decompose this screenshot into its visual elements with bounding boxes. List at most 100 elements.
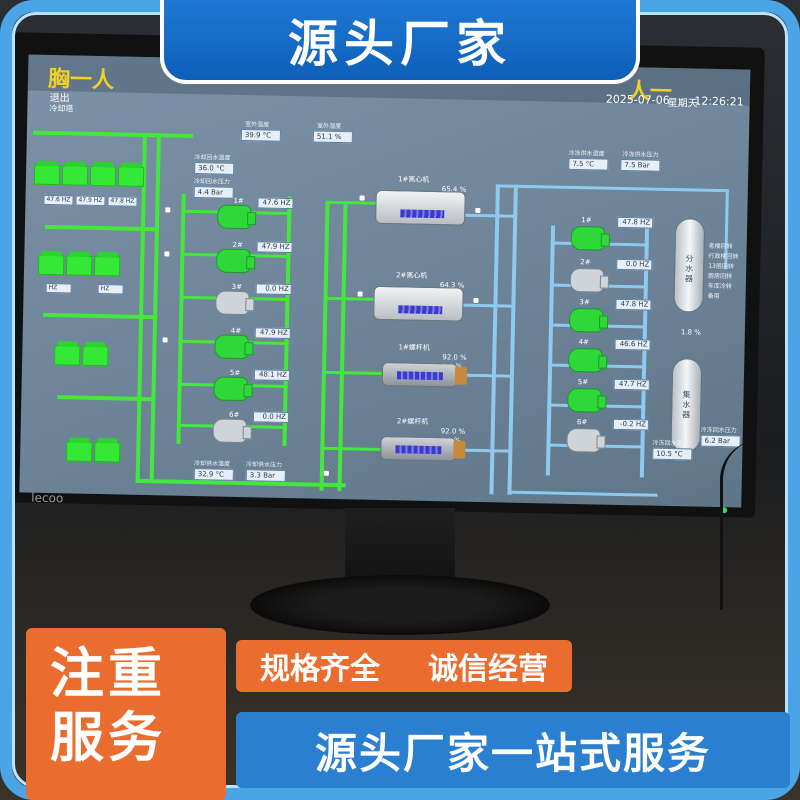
- chilled-pump-4[interactable]: [568, 347, 603, 373]
- cooling-supply-pressure-readout: 3.3 Bar: [245, 469, 286, 482]
- branch-legend-item: 行政楼回转: [708, 252, 739, 261]
- cooling-pump-4[interactable]: [214, 334, 249, 360]
- chilled-pump-name: 3#: [579, 298, 590, 307]
- chilled-supply-temp-readout: 7.5 °C: [568, 157, 609, 171]
- readout-label: 冷冻供水温度: [568, 149, 605, 158]
- cooling-pipe: [32, 130, 193, 138]
- valve-icon[interactable]: [165, 207, 171, 213]
- chiller-name: 2#离心机: [395, 271, 428, 280]
- branch-legend-item: 备用: [707, 292, 720, 301]
- screw-chiller-2[interactable]: [380, 435, 457, 462]
- cooling-pump-hz: 47.9 HZ: [254, 327, 291, 340]
- centrifugal-chiller-1[interactable]: [375, 189, 466, 226]
- readout-label: 冷却供水温度: [193, 460, 231, 468]
- cooling-pump-hz: 0.0 HZ: [252, 411, 290, 424]
- cooling-tower: [117, 166, 145, 187]
- chiller-name: 2#螺杆机: [396, 417, 429, 426]
- chiller-name: 1#螺杆机: [398, 343, 430, 352]
- cooling-pipe: [135, 478, 346, 488]
- readout-label: 室外温度: [245, 121, 270, 129]
- chilled-pump-hz: -0.2 HZ: [612, 418, 650, 431]
- slogan-strip: 规格齐全 诚信经营: [236, 640, 572, 692]
- screw-chiller-1[interactable]: [381, 361, 459, 388]
- cooling-pipe: [57, 395, 152, 402]
- service-box: 注重 服务: [26, 628, 226, 800]
- cooling-pump-5[interactable]: [213, 376, 248, 402]
- cooling-pump-name: 4#: [230, 326, 242, 336]
- valve-icon[interactable]: [323, 470, 329, 476]
- chilled-supply-pressure-readout: 7.5 Bar: [620, 158, 661, 172]
- valve-icon[interactable]: [475, 207, 481, 214]
- top-banner-title: 源头厂家: [288, 15, 512, 73]
- chilled-pump-6[interactable]: [566, 427, 601, 453]
- valve-icon[interactable]: [359, 195, 365, 201]
- supply-manifold-label: 分水器: [684, 254, 694, 284]
- cooling-pump-hz: 47.6 HZ: [257, 197, 294, 210]
- monitor: 胸一人 人一 退出 冷却塔 2025-07-06 星期天 12:26:21 室外…: [3, 32, 765, 518]
- chilled-pipe: [463, 303, 514, 308]
- chilled-pipe: [507, 490, 658, 497]
- cooling-tower: [61, 165, 89, 186]
- time-display: 12:26:21: [694, 94, 744, 109]
- service-box-line1: 注重: [50, 642, 166, 705]
- chilled-pump-name: 5#: [577, 378, 589, 387]
- centrifugal-chiller-2[interactable]: [373, 285, 464, 322]
- cooling-pump-name: 5#: [229, 368, 241, 378]
- cooling-pipe: [149, 133, 161, 484]
- cooling-pump-name: 2#: [232, 240, 244, 250]
- valve-icon[interactable]: [357, 291, 363, 297]
- slogan-integrity: 诚信经营: [428, 652, 548, 687]
- valve-icon[interactable]: [164, 251, 170, 257]
- valve-icon[interactable]: [473, 297, 479, 303]
- tower-hz-readout: 47.8 HZ: [107, 196, 138, 207]
- chilled-pipe: [507, 184, 518, 495]
- cooling-pipe: [325, 200, 376, 205]
- chiller-name: 1#离心机: [397, 175, 430, 184]
- tower-hz-readout: 47.6 HZ: [43, 194, 74, 206]
- tower-hz-readout: 47.9 HZ: [75, 195, 106, 207]
- chilled-pump-hz: 47.8 HZ: [617, 216, 654, 229]
- cooling-tower: [82, 345, 109, 367]
- cooling-pipe: [176, 193, 186, 444]
- cooling-pump-2[interactable]: [216, 248, 251, 274]
- scada-screen: 胸一人 人一 退出 冷却塔 2025-07-06 星期天 12:26:21 室外…: [19, 54, 751, 508]
- chilled-pump-1[interactable]: [570, 225, 606, 251]
- chilled-return-pressure-readout: 6.2 Bar: [700, 434, 741, 448]
- branch-legend-item: 厨房回转: [707, 272, 733, 281]
- cooling-tower-label: 冷却塔: [49, 103, 74, 114]
- tower-hz-readout: HZ: [45, 282, 72, 294]
- cooling-tower: [66, 441, 93, 462]
- cooling-tower: [93, 255, 121, 277]
- cooling-pump-name: 1#: [233, 196, 244, 206]
- chilled-pump-3[interactable]: [568, 307, 604, 333]
- chilled-pump-5[interactable]: [567, 387, 602, 413]
- desk-cable: [720, 440, 790, 610]
- chilled-pump-name: 6#: [576, 418, 588, 427]
- cooling-pipe: [321, 370, 382, 375]
- cooling-pump-name: 6#: [228, 410, 240, 420]
- cooling-supply-temp-readout: 32.9 °C: [193, 468, 234, 481]
- monitor-stand-base: [250, 575, 550, 635]
- chilled-pipe: [545, 225, 556, 476]
- chilled-pump-hz: 47.8 HZ: [615, 298, 652, 311]
- chilled-pump-hz: 47.7 HZ: [613, 378, 650, 391]
- cooling-tower: [54, 345, 81, 366]
- cooling-pipe: [323, 296, 374, 301]
- cooling-return-temp-readout: 36.0 °C: [194, 162, 235, 175]
- chilled-pump-2[interactable]: [569, 267, 605, 293]
- readout-label: 冷却回水压力: [193, 177, 230, 186]
- cooling-tower: [94, 441, 121, 463]
- cooling-pump-6[interactable]: [212, 418, 247, 444]
- outdoor-temp-readout: 39.9 °C: [240, 128, 282, 142]
- cooling-pipe: [320, 446, 381, 451]
- cooling-pipe: [282, 195, 292, 446]
- valve-icon[interactable]: [162, 337, 168, 343]
- chilled-pump-name: 4#: [578, 338, 590, 347]
- cooling-tower: [65, 255, 93, 276]
- readout-label: 冷冻供水压力: [622, 150, 659, 159]
- cooling-return-pressure-readout: 4.4 Bar: [193, 185, 234, 199]
- branch-legend-item: 老楼回转: [708, 242, 733, 251]
- cooling-pump-3[interactable]: [215, 290, 250, 316]
- cooling-pump-1[interactable]: [216, 204, 252, 230]
